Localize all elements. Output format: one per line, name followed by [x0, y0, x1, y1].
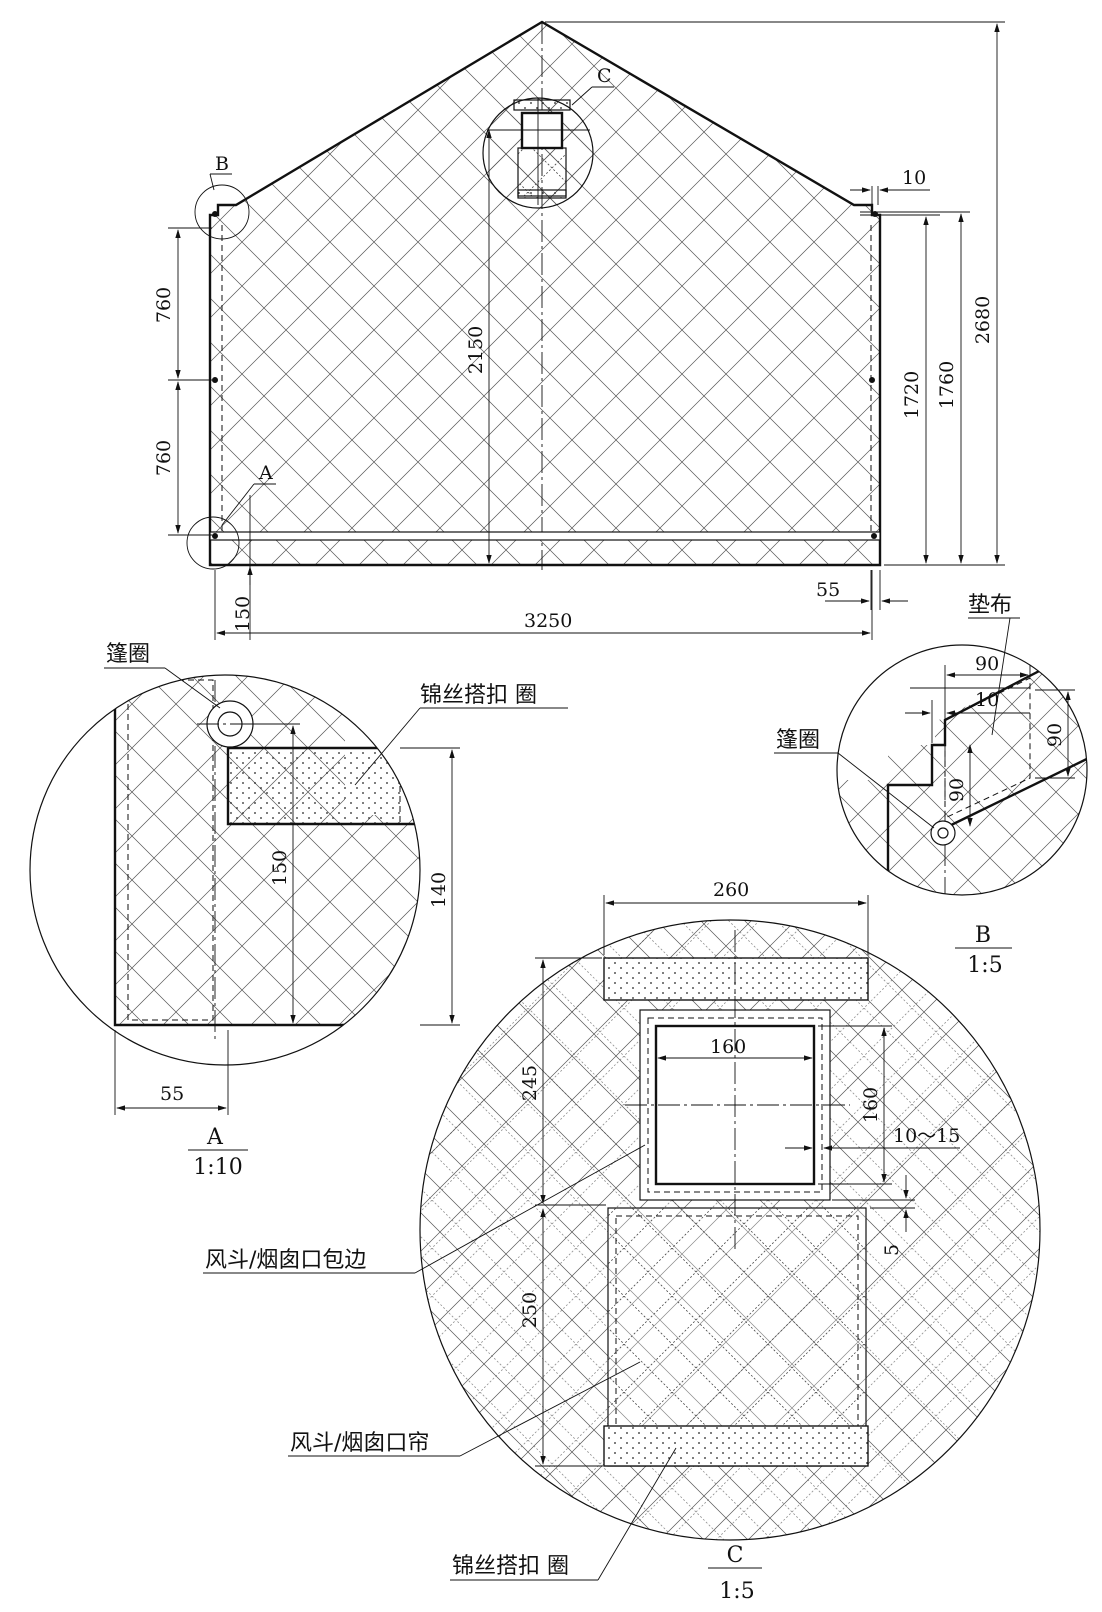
- grommet-left-top: [212, 211, 218, 217]
- detail-a-marker: [186, 516, 240, 570]
- dim-760-lower: 760: [153, 440, 175, 476]
- detail-a: 篷圈 锦丝搭扣 圈 150 140 55 A 1:10: [29, 642, 568, 1180]
- dim-250-c: 250: [519, 1292, 541, 1328]
- grommet-right-top: [872, 211, 878, 217]
- detail-b: 垫布 篷圈 90 10 90 90 B 1:5: [774, 593, 1088, 978]
- velcro-strip: [209, 531, 881, 541]
- dim-1760: 1760: [936, 361, 958, 409]
- detail-b-title: B: [975, 923, 991, 948]
- dim-245-c: 245: [519, 1065, 541, 1101]
- dim-760-upper: 760: [153, 287, 175, 323]
- vent-opening: [654, 1024, 816, 1186]
- label-velcro-a: 锦丝搭扣 圈: [420, 683, 537, 708]
- tent-outline: [208, 20, 882, 567]
- dim-150-a: 150: [269, 850, 291, 886]
- label-grommet-a: 篷圈: [106, 642, 150, 667]
- label-edge-binding-c: 风斗/烟囱口包边: [205, 1248, 366, 1273]
- label-velcro-c: 锦丝搭扣 圈: [452, 1554, 569, 1579]
- label-grommet-b: 篷圈: [776, 728, 820, 753]
- callout-b: B: [215, 153, 229, 175]
- label-pad-b: 垫布: [968, 593, 1012, 618]
- label-curtain-c: 风斗/烟囱口帘: [290, 1431, 429, 1456]
- callout-c: C: [597, 65, 612, 87]
- main-front-view: B A C 760 760 2150 1720 1760 2680: [153, 20, 1005, 640]
- dim-10-main: 10: [902, 167, 926, 189]
- detail-c-title: C: [727, 1543, 744, 1568]
- detail-a-scale: 1:10: [193, 1155, 242, 1180]
- dim-160-h-c: 160: [860, 1087, 882, 1123]
- dim-90-right-b: 90: [1044, 723, 1066, 747]
- dim-55-a: 55: [160, 1083, 184, 1105]
- vent-mini: [482, 97, 594, 209]
- detail-b-marker: [194, 184, 250, 240]
- dim-90-left-b: 90: [946, 778, 968, 802]
- dim-140-a: 140: [428, 872, 450, 908]
- grommet-ring-b: [930, 820, 956, 846]
- dim-160-w-c: 160: [710, 1036, 746, 1058]
- grommet-right-middle: [869, 377, 875, 383]
- dim-3250: 3250: [524, 610, 572, 632]
- grommet-right-bottom: [871, 533, 877, 539]
- dim-55-main: 55: [816, 579, 840, 601]
- dim-90-top-b: 90: [975, 653, 999, 675]
- dim-1720: 1720: [901, 371, 923, 419]
- dim-150-main: 150: [232, 596, 254, 632]
- detail-c: 260 160 160 10～15 5 245 250 风斗/烟囱口包边 风斗/…: [203, 879, 1041, 1604]
- dim-5-c: 5: [881, 1244, 903, 1256]
- detail-a-title: A: [206, 1125, 224, 1150]
- detail-b-scale: 1:5: [967, 953, 1002, 978]
- dim-2150: 2150: [465, 326, 487, 374]
- detail-c-scale: 1:5: [719, 1579, 754, 1604]
- dim-2680: 2680: [972, 296, 994, 344]
- dim-10-b: 10: [975, 689, 999, 711]
- dim-260-c: 260: [713, 879, 749, 901]
- dim-10-15-c: 10～15: [893, 1125, 960, 1147]
- grommet-left-bottom: [212, 533, 218, 539]
- grommet-left-middle: [212, 377, 218, 383]
- callout-a: A: [258, 462, 273, 484]
